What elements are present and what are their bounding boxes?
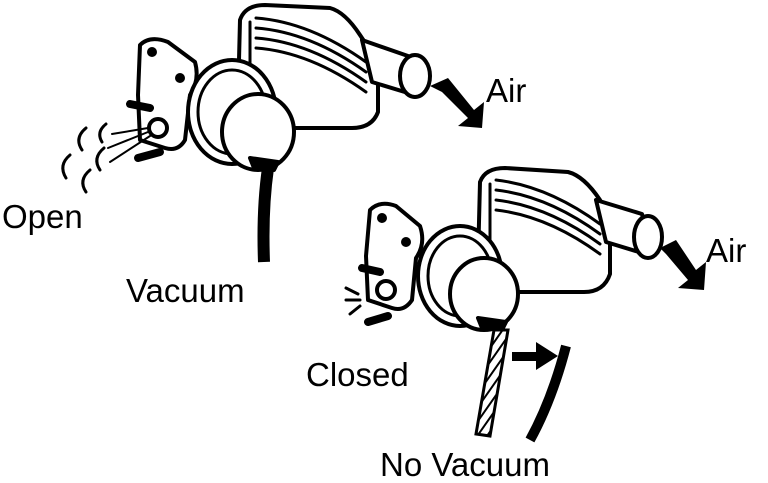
closed-label: Closed: [306, 356, 409, 393]
vacuum-label: Vacuum: [126, 272, 245, 309]
disconnected-hose-stub: [474, 328, 510, 438]
mounting-bracket-bottom: [364, 201, 425, 311]
air-label-bottom: Air: [706, 232, 747, 269]
open-valve-illustration: [61, 3, 432, 194]
mounting-studs-top: [126, 100, 164, 162]
closed-valve-illustration: [344, 166, 664, 332]
air-inlet-pipe-bottom: [594, 198, 664, 260]
hose-removal-arrow: [512, 342, 558, 370]
escaping-air-puffs: [61, 122, 151, 194]
no-vacuum-label: No Vacuum: [380, 446, 550, 483]
removed-vacuum-hose: [525, 344, 571, 443]
mounting-bracket-top: [136, 37, 199, 151]
air-arrow-top: [430, 78, 484, 128]
vacuum-hose: [257, 167, 274, 263]
closed-port-marks: [344, 286, 362, 316]
vacuum-diaphragm-top: [186, 58, 296, 172]
open-label: Open: [2, 198, 83, 235]
air-arrow-bottom: [660, 240, 706, 290]
mounting-studs-bottom: [358, 264, 392, 326]
vacuum-diaphragm-bottom: [416, 224, 520, 332]
air-label-top: Air: [486, 72, 527, 109]
air-inlet-pipe-top: [360, 38, 432, 99]
